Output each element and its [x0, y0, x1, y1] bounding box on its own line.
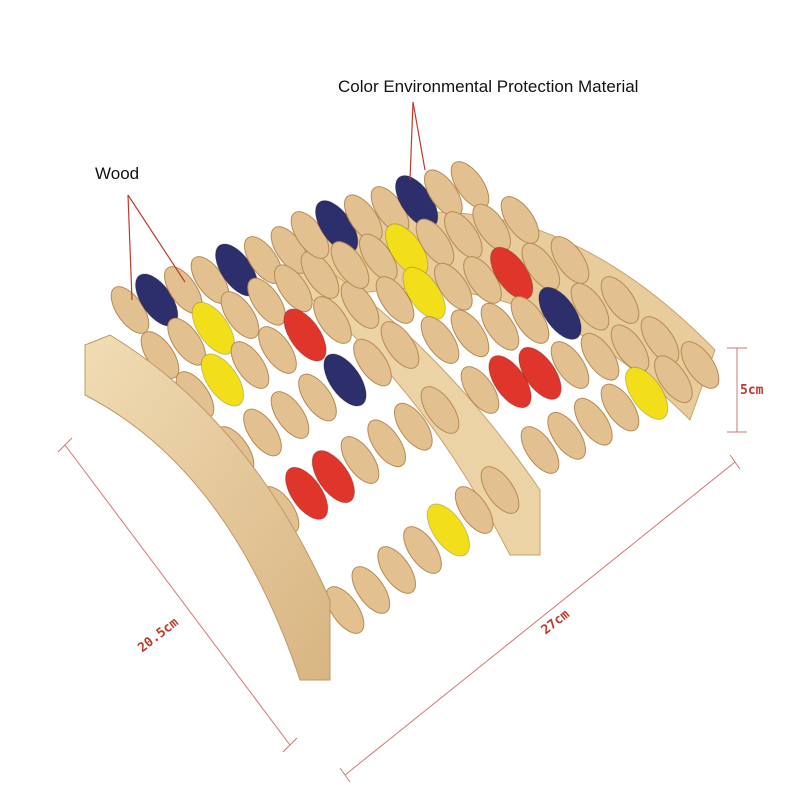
wooden-roller	[434, 262, 473, 311]
wooden-roller	[654, 355, 693, 404]
wooden-roller	[454, 486, 494, 534]
wooden-roller	[600, 276, 640, 324]
wooden-roller	[480, 302, 520, 351]
wooden-roller	[550, 341, 590, 389]
wooden-roller	[420, 386, 460, 434]
material-label: Color Environmental Protection Material	[338, 77, 639, 96]
wooden-roller	[247, 277, 286, 326]
wooden-roller	[377, 546, 416, 594]
wooden-roller	[394, 402, 433, 451]
spiked-roller	[200, 353, 245, 407]
spiked-roller	[488, 355, 532, 409]
wooden-roller	[463, 256, 502, 304]
wooden-roller	[330, 241, 370, 289]
spiked-roller	[426, 503, 470, 557]
front-board	[84, 334, 331, 681]
wooden-roller	[353, 338, 392, 387]
wooden-roller	[420, 316, 460, 364]
wooden-roller	[521, 242, 561, 291]
wooden-roller	[243, 408, 282, 457]
wooden-roller	[450, 309, 490, 358]
annotation-lines	[127, 101, 426, 301]
wood-label: Wood	[95, 164, 140, 183]
wooden-roller	[359, 233, 398, 282]
wooden-roller	[300, 251, 340, 299]
wooden-roller	[570, 282, 610, 331]
wooden-roller	[460, 366, 500, 414]
spiked-roller	[625, 366, 669, 420]
wooden-roller	[230, 341, 270, 389]
wooden-roller	[258, 326, 297, 374]
dimension-lines	[57, 347, 747, 783]
spiked-roller	[518, 346, 562, 400]
wooden-roller	[480, 466, 520, 514]
spiked-roller	[311, 450, 355, 504]
spiked-roller	[323, 353, 367, 407]
roller-rows	[110, 161, 720, 634]
wooden-roller	[415, 218, 455, 267]
wooden-roller	[600, 383, 640, 432]
spiked-roller	[285, 466, 329, 520]
wooden-roller	[380, 321, 420, 369]
wooden-roller	[547, 411, 586, 460]
wooden-roller	[313, 296, 352, 344]
spiked-roller	[490, 246, 534, 300]
wooden-roller	[403, 526, 442, 574]
wooden-roller	[274, 264, 313, 313]
spiked-roller	[191, 301, 235, 355]
spiked-roller	[538, 286, 582, 340]
wooden-roller	[444, 211, 483, 259]
wooden-roller	[610, 324, 650, 373]
wooden-roller	[680, 341, 720, 389]
wooden-roller	[220, 291, 260, 339]
wooden-roller	[351, 566, 391, 614]
wooden-roller	[574, 397, 613, 446]
wooden-roller	[520, 426, 560, 474]
spiked-roller	[283, 308, 327, 362]
height-dimension: 5cm	[740, 383, 764, 398]
spiked-roller	[402, 266, 446, 320]
wooden-roller	[270, 391, 310, 439]
wooden-roller	[367, 419, 406, 468]
wooden-roller	[500, 196, 540, 244]
wooden-roller	[580, 332, 620, 381]
wooden-roller	[340, 281, 380, 329]
wooden-roller	[325, 586, 365, 634]
wooden-roller	[375, 276, 415, 324]
wooden-roller	[550, 236, 590, 284]
wooden-roller	[340, 436, 380, 484]
wooden-roller	[298, 373, 337, 422]
wooden-roller	[510, 296, 550, 344]
